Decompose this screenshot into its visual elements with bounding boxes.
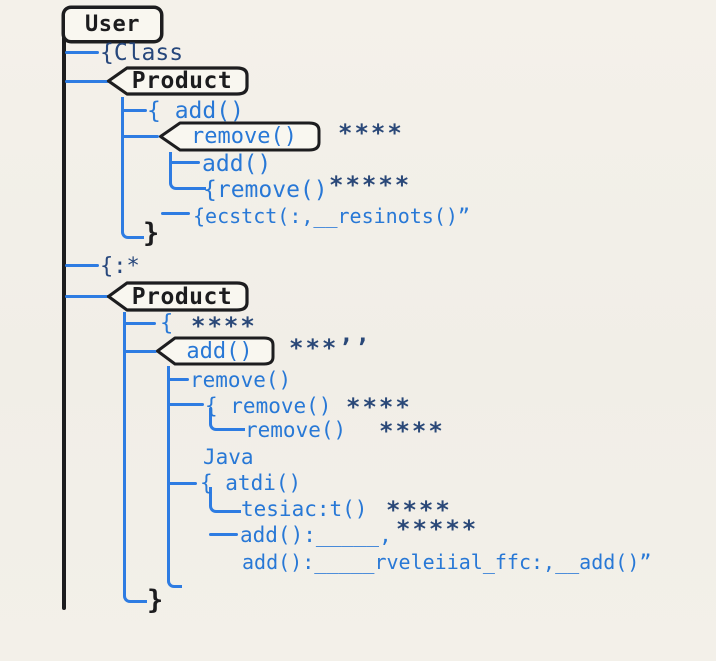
closing-brace: } xyxy=(147,585,164,616)
branch-corner xyxy=(209,408,245,431)
annotation-stars: **** xyxy=(379,417,445,445)
annotation-stars: **** xyxy=(386,496,452,524)
tag-shape xyxy=(159,121,321,152)
main-trunk-line xyxy=(62,36,66,610)
node-product-2-label: Product xyxy=(131,283,233,310)
branch-line xyxy=(65,264,99,267)
node-remove-1: remove() xyxy=(158,120,322,153)
tag-shape xyxy=(106,281,249,312)
branch-line xyxy=(65,79,109,83)
annotation-stars: **** xyxy=(191,312,257,340)
node-add-2-label: add() xyxy=(186,338,253,364)
branch-line xyxy=(167,403,204,406)
tree-node-label: remove() xyxy=(190,368,292,392)
tree-node-label: { atdi() xyxy=(200,471,302,495)
tree-node-label: { remove() xyxy=(205,394,332,418)
tree-node-label: tesiac:t() xyxy=(241,497,368,521)
branch-corner xyxy=(121,97,144,239)
annotation-stars: **** xyxy=(338,119,404,147)
annotation-stars: ***’’ xyxy=(289,334,372,362)
branch-corner xyxy=(209,487,241,513)
tree-node-label: {:* xyxy=(100,254,140,279)
node-product-1: Product xyxy=(106,65,250,97)
node-remove-1-label: remove() xyxy=(191,124,297,149)
node-user: User xyxy=(62,6,163,43)
tree-node-label: {Class xyxy=(100,40,184,66)
node-user-label: User xyxy=(85,12,140,37)
annotation-stars: ***** xyxy=(396,515,479,543)
annotation-stars: **** xyxy=(346,393,412,421)
branch-line xyxy=(121,134,159,138)
branch-dash xyxy=(209,533,238,536)
branch-line xyxy=(167,377,189,381)
branch-line xyxy=(65,294,109,298)
branch-line xyxy=(167,481,197,485)
tree-node-label: {ecstct(:,__resinots()” xyxy=(193,204,470,228)
tree-node-label: add():_____, xyxy=(240,523,392,547)
tree-node-label: { add() xyxy=(147,98,244,124)
node-product-2: Product xyxy=(106,280,250,313)
branch-line xyxy=(65,51,99,54)
branch-line xyxy=(123,321,156,325)
tree-node-label: Java xyxy=(203,445,254,469)
branch-line xyxy=(121,108,147,112)
closing-brace: } xyxy=(143,218,160,249)
tree-node-label: remove() xyxy=(245,418,347,442)
tree-node-label: add() xyxy=(202,151,272,177)
branch-line xyxy=(169,161,200,164)
tag-shape xyxy=(156,336,275,366)
tree-node-label: { xyxy=(160,311,174,336)
node-product-1-label: Product xyxy=(131,68,233,94)
tree-node-label: add():_____rveleiial_ffc:,__add()” xyxy=(242,550,652,574)
branch-corner xyxy=(169,152,206,190)
tag-shape xyxy=(106,66,249,96)
branch-corner xyxy=(123,312,147,603)
branch-line xyxy=(123,349,157,353)
tree-node-label: {remove() xyxy=(203,177,328,203)
node-add-2: add() xyxy=(155,335,276,367)
annotation-stars: ***** xyxy=(329,171,412,199)
branch-dash xyxy=(161,211,190,215)
branch-corner xyxy=(167,366,182,588)
